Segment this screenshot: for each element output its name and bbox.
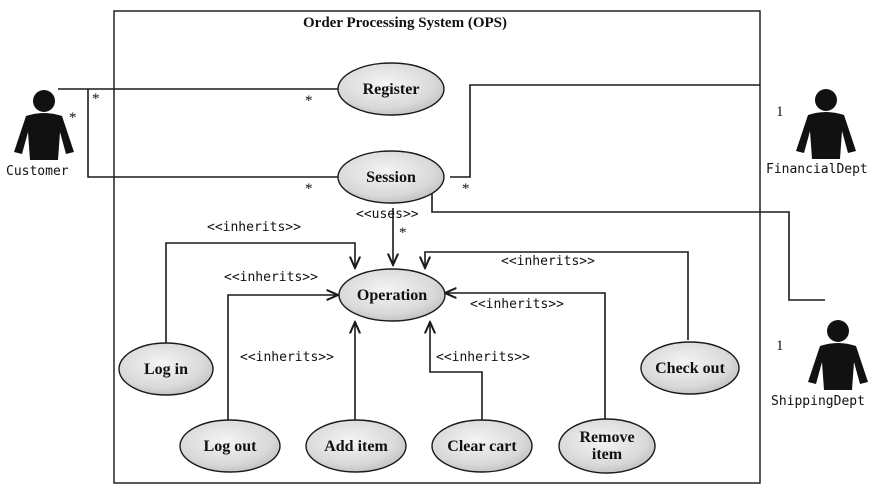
customer-actor-icon (14, 90, 74, 160)
logout-ellipse (179, 419, 281, 473)
removeitem-ellipse (558, 418, 656, 474)
additem-inherits-label: <<inherits>> (240, 350, 334, 365)
multiplicity-session-financial-end: * (462, 181, 470, 197)
additem-ellipse (305, 419, 407, 473)
additem-use-case: Add item (306, 420, 406, 472)
shippingdept-label: ShippingDept (771, 394, 865, 409)
system-boundary (113, 10, 761, 484)
multiplicity-operation-end: * (399, 225, 407, 241)
clearcart-inherits-arrow (430, 322, 483, 420)
session-shipping-line (431, 192, 825, 301)
operation-label: Operation (356, 286, 428, 304)
clearcart-ellipse (431, 419, 533, 473)
checkout-use-case: Check out (641, 342, 739, 394)
login-use-case: Log in (119, 343, 213, 395)
register-label: Register (362, 80, 420, 98)
shippingdept-actor-icon (808, 320, 868, 390)
register-ellipse (337, 62, 445, 116)
logout-inherits-arrow (227, 295, 338, 420)
removeitem-label-line1: Remove (579, 429, 635, 446)
logout-inherits-label: <<inherits>> (224, 270, 318, 285)
checkout-label: Check out (655, 359, 725, 377)
clearcart-use-case: Clear cart (432, 420, 532, 472)
additem-label: Add item (324, 437, 388, 455)
checkout-inherits-label: <<inherits>> (501, 254, 595, 269)
login-ellipse (118, 342, 214, 396)
session-ellipse (337, 150, 445, 204)
customer-label: Customer (6, 164, 69, 179)
financialdept-actor-icon (796, 89, 856, 159)
checkout-inherits-arrow (425, 251, 689, 340)
logout-label: Log out (203, 437, 257, 455)
multiplicity-financialdept: 1 (776, 104, 784, 120)
customer-session-line (87, 89, 338, 178)
clearcart-inherits-label: <<inherits>> (436, 350, 530, 365)
logout-use-case: Log out (180, 420, 280, 472)
login-label: Log in (143, 360, 188, 378)
removeitem-use-case: Remove item (559, 419, 655, 473)
financialdept-label: FinancialDept (766, 162, 868, 177)
removeitem-inherits-label: <<inherits>> (470, 297, 564, 312)
multiplicity-shippingdept: 1 (776, 338, 784, 354)
session-label: Session (366, 168, 416, 186)
removeitem-inherits-arrow (445, 293, 606, 420)
operation-use-case: Operation (339, 269, 445, 321)
system-title: Order Processing System (OPS) (303, 15, 508, 31)
multiplicity-session-customer-end: * (305, 181, 313, 197)
operation-ellipse (338, 268, 446, 322)
uses-label: <<uses>> (356, 207, 419, 222)
login-inherits-label: <<inherits>> (207, 220, 301, 235)
session-financial-line (450, 84, 760, 178)
multiplicity-register-end: * (305, 93, 313, 109)
register-use-case: Register (338, 63, 444, 115)
session-use-case: Session (338, 151, 444, 203)
multiplicity-customer-session: * (69, 110, 77, 126)
clearcart-label: Clear cart (447, 437, 517, 455)
multiplicity-customer-register: * (92, 91, 100, 107)
checkout-ellipse (640, 341, 740, 395)
removeitem-label-line2: item (591, 446, 623, 463)
login-inherits-arrow (165, 242, 355, 345)
